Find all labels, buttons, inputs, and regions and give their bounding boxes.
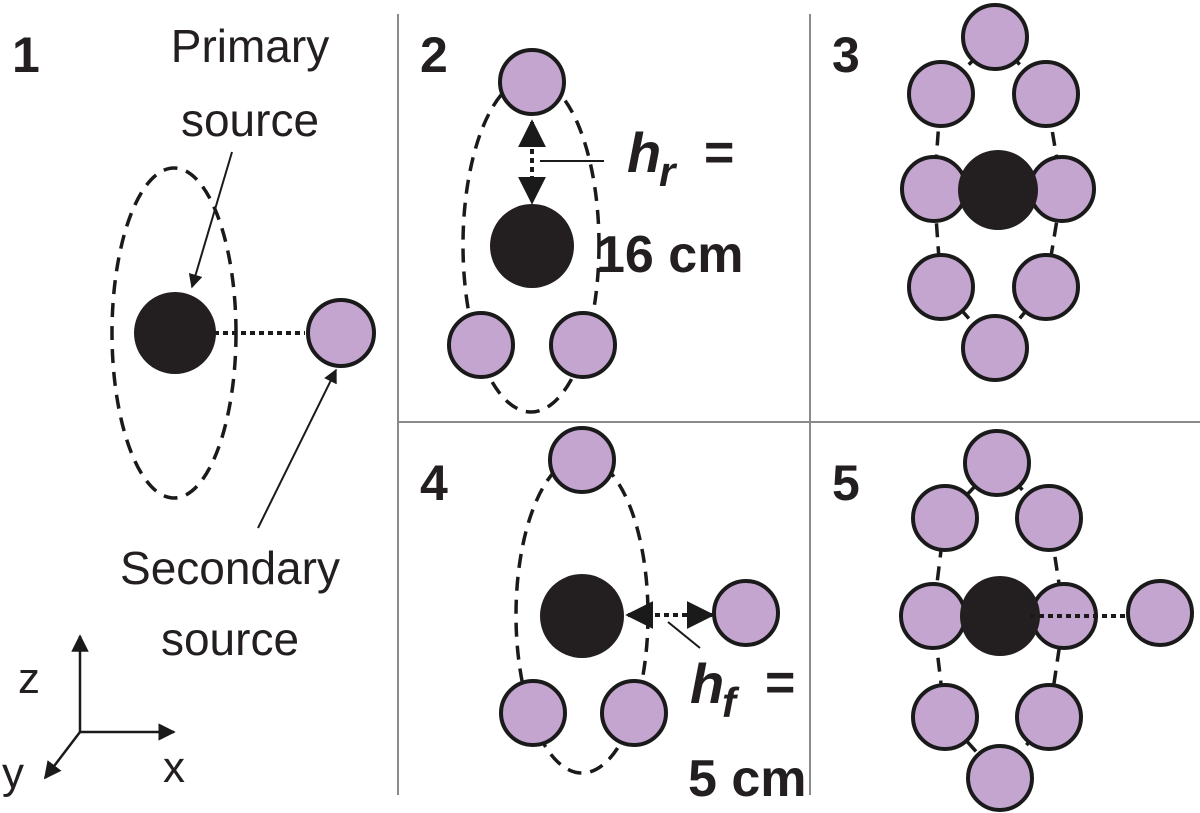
y-axis-label: y <box>2 749 24 798</box>
secondary-source <box>1028 155 1096 223</box>
secondary-source <box>899 582 967 650</box>
secondary-source <box>1015 484 1083 552</box>
secondary-source <box>911 683 979 751</box>
panel-number-5: 5 <box>832 455 860 511</box>
x-axis-label: x <box>163 743 185 792</box>
primary-label-line2: source <box>181 94 319 146</box>
secondary-source <box>499 679 567 747</box>
hf-value: 5 cm <box>688 750 807 808</box>
secondary-source <box>911 484 979 552</box>
primary-source <box>958 150 1038 230</box>
secondary-source <box>963 429 1031 497</box>
panel-number-4: 4 <box>420 455 448 511</box>
hf-subscript: f <box>722 679 740 726</box>
secondary-source <box>1012 60 1080 128</box>
panel-4: h f = 5 cm <box>499 426 807 808</box>
fixed-distance-label: h f = 5 cm <box>688 652 807 808</box>
coordinate-axes: z x y <box>2 634 185 798</box>
secondary-source <box>907 60 975 128</box>
secondary-source <box>1126 579 1194 647</box>
secondary-pointer-arrow <box>257 368 337 529</box>
secondary-source <box>961 3 1029 71</box>
primary-source <box>490 204 574 288</box>
secondary-source <box>1012 253 1080 321</box>
primary-source <box>540 574 624 658</box>
secondary-source <box>498 48 566 116</box>
panel-number-3: 3 <box>832 27 860 83</box>
secondary-source <box>907 253 975 321</box>
secondary-label-line2: source <box>161 613 299 665</box>
hf-symbol: h <box>690 652 724 715</box>
secondary-source <box>447 311 515 379</box>
panel-1: Primary source Secondary source <box>110 20 376 665</box>
hr-equals: = <box>704 124 734 182</box>
radial-distance-label: h r = 16 cm <box>596 121 743 284</box>
primary-pointer-arrow <box>188 151 233 289</box>
secondary-source <box>1015 683 1083 751</box>
hr-value: 16 cm <box>596 226 743 284</box>
secondary-source <box>548 426 616 494</box>
primary-source <box>960 576 1040 656</box>
secondary-source <box>900 155 968 223</box>
panel-number-2: 2 <box>420 27 448 83</box>
secondary-source <box>306 298 376 368</box>
secondary-source <box>961 314 1029 382</box>
primary-label-line1: Primary <box>171 20 329 72</box>
secondary-source <box>712 579 780 647</box>
panel-3 <box>900 3 1096 382</box>
secondary-source <box>966 744 1034 812</box>
secondary-source <box>549 311 617 379</box>
panel-dividers <box>397 14 1200 795</box>
hr-subscript: r <box>659 148 678 195</box>
panel-5 <box>899 429 1194 812</box>
primary-source <box>134 292 216 374</box>
secondary-label-line1: Secondary <box>120 542 340 594</box>
panel-number-1: 1 <box>12 27 40 83</box>
panel-2: h r = 16 cm <box>447 48 743 414</box>
y-axis-arrow <box>43 731 81 780</box>
hf-equals: = <box>765 654 795 712</box>
secondary-source <box>600 679 668 747</box>
hr-symbol: h <box>627 121 661 184</box>
z-axis-label: z <box>18 654 40 703</box>
hf-leader-line <box>667 621 701 649</box>
